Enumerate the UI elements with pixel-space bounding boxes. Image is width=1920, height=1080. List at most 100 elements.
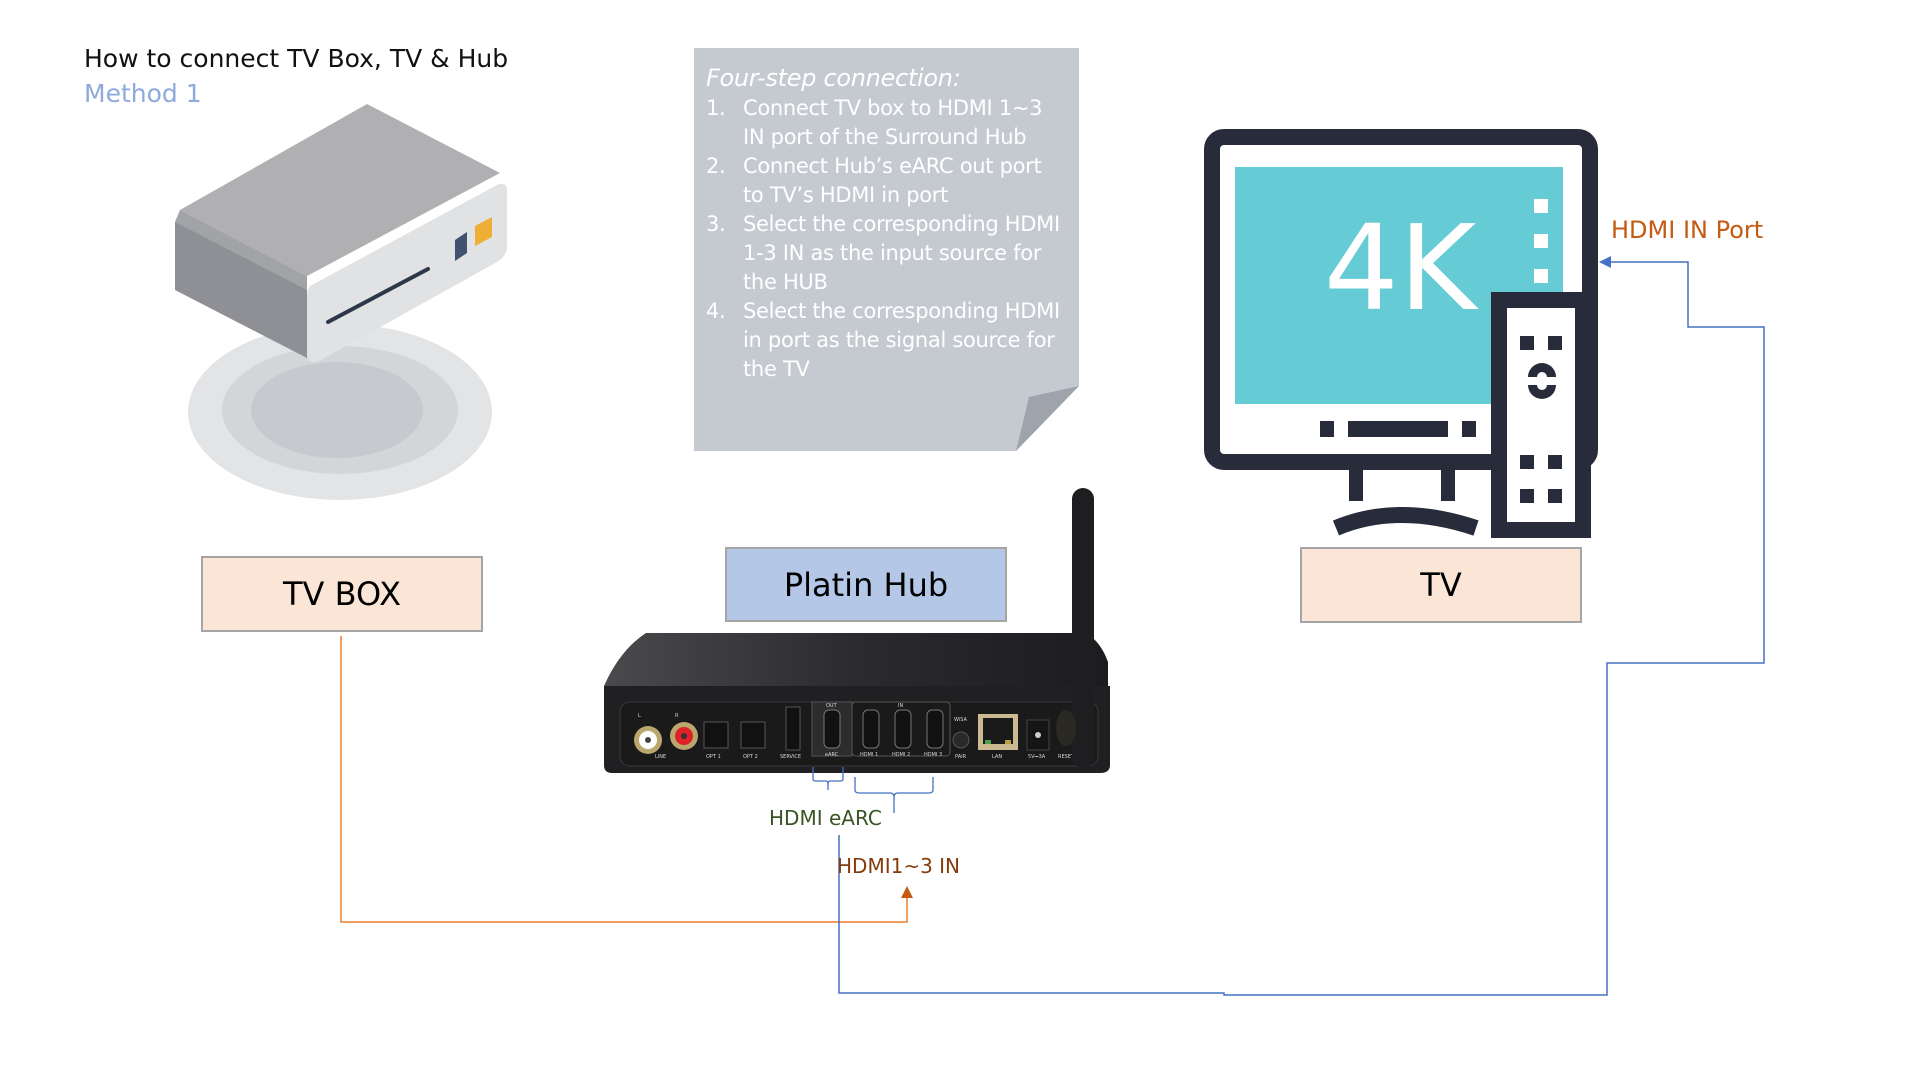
disc-slot xyxy=(326,267,430,324)
note-heading: Four-step connection: xyxy=(706,64,961,92)
note-curl xyxy=(1016,386,1079,451)
port-label-hdmi2: HDMI 2 xyxy=(892,752,910,758)
box-front xyxy=(307,183,507,363)
step-number: 4. xyxy=(706,299,726,323)
hdmi1-port xyxy=(862,709,880,749)
shadow-inner xyxy=(251,362,423,458)
port-label-service: SERVICE xyxy=(780,754,801,760)
screen-dot xyxy=(1534,199,1548,213)
remote-dial-top xyxy=(1528,363,1556,377)
step-number: 1. xyxy=(706,96,726,120)
box-side xyxy=(175,222,307,358)
step-text: Select the corresponding HDMI 1-3 IN as … xyxy=(743,212,1060,294)
tv-4k-text: 4K xyxy=(1324,199,1479,337)
hub-top xyxy=(604,633,1108,700)
hdmi-earc-annotation: HDMI eARC xyxy=(769,806,882,830)
earc-brace xyxy=(812,767,844,790)
method-subtitle: Method 1 xyxy=(84,79,202,108)
port-label-out: OUT xyxy=(826,703,838,709)
port-label-earc: eARC xyxy=(825,752,839,758)
tv-label-text: TV xyxy=(1420,566,1462,604)
step-text: Connect Hub’s eARC out port to TV’s HDMI… xyxy=(743,154,1042,207)
port-label-wisa: WiSA xyxy=(954,717,967,723)
port-label-line: LINE xyxy=(655,754,666,760)
hub-label-text: Platin Hub xyxy=(783,565,949,604)
hdmi-in-area xyxy=(851,701,951,757)
steps-list: 1. Connect TV box to HDMI 1~3 IN port of … xyxy=(706,94,1066,384)
remote-button xyxy=(1548,336,1562,350)
step-item: 4. Select the corresponding HDMI in port … xyxy=(706,297,1066,384)
tv-label: TV xyxy=(1300,547,1582,623)
lan-led xyxy=(985,740,991,744)
rca-right-hole xyxy=(681,733,687,739)
hub-label: Platin Hub xyxy=(725,547,1007,622)
set-top-box-icon xyxy=(175,104,507,500)
port-label-l: L xyxy=(638,713,641,719)
port-label-power: 5V⎓3A xyxy=(1028,754,1046,760)
tvbox-label: TV BOX xyxy=(201,556,483,632)
tv-bar xyxy=(1320,421,1334,437)
tvbox-to-hub-cable xyxy=(340,636,908,923)
screen-dot xyxy=(1534,234,1548,248)
instruction-note-text: Four-step connection: 1. Connect TV box t… xyxy=(706,62,1066,384)
hub-device-icon: L R LINE OPT 1 OPT 2 SERVICE OUT IN eARC… xyxy=(604,488,1110,773)
tv-bar xyxy=(1462,421,1476,437)
port-label-opt1: OPT 1 xyxy=(706,754,721,760)
tv-stand-base xyxy=(1332,507,1479,536)
screen-dot xyxy=(1534,269,1548,283)
remote-button xyxy=(1548,455,1562,469)
hub-antenna xyxy=(1072,488,1094,768)
opt1-port xyxy=(703,721,729,749)
antenna-hinge xyxy=(1056,710,1076,746)
opt2-port xyxy=(740,721,766,749)
earc-port xyxy=(823,709,841,749)
tv-4k-icon: 4K xyxy=(1204,129,1598,538)
step-item: 1. Connect TV box to HDMI 1~3 IN port of … xyxy=(706,94,1066,152)
remote-control xyxy=(1491,292,1591,538)
step-item: 2. Connect Hub’s eARC out port to TV’s HD… xyxy=(706,152,1066,210)
remote-button xyxy=(1520,455,1534,469)
remote-dial-bottom xyxy=(1528,385,1556,399)
note-paper xyxy=(694,48,1079,451)
hub-to-tv-cable xyxy=(838,261,1765,996)
port-label-hdmi1: HDMI 1 xyxy=(860,752,878,758)
service-port xyxy=(785,706,801,751)
step-item: 3. Select the corresponding HDMI 1-3 IN a… xyxy=(706,210,1066,297)
hdmi2-port xyxy=(894,709,912,749)
box-edge xyxy=(175,210,307,290)
step-number: 3. xyxy=(706,212,726,236)
tv-bar xyxy=(1348,421,1448,437)
hdmi-in-arrowhead xyxy=(901,886,913,898)
step-number: 2. xyxy=(706,154,726,178)
instruction-note xyxy=(694,48,1079,451)
button-blue xyxy=(455,232,467,261)
remote-button xyxy=(1548,489,1562,503)
port-label-lan: LAN xyxy=(992,754,1002,760)
diagram-title: How to connect TV Box, TV & Hub xyxy=(84,44,509,73)
pair-button xyxy=(952,731,970,749)
box-top xyxy=(180,104,500,276)
button-orange xyxy=(475,217,492,246)
tv-hdmi-in-port-annotation: HDMI IN Port xyxy=(1611,216,1764,244)
remote-button xyxy=(1520,336,1534,350)
step-text: Connect TV box to HDMI 1~3 IN port of th… xyxy=(743,96,1043,149)
port-label-reset: RESET xyxy=(1058,754,1075,760)
port-label-hdmi3: HDMI 3 xyxy=(924,752,942,758)
lan-port-hole xyxy=(983,718,1013,744)
rca-left-hole xyxy=(645,737,651,743)
lan-led xyxy=(1005,740,1011,744)
tvbox-label-text: TV BOX xyxy=(282,575,402,613)
step-text: Select the corresponding HDMI in port as… xyxy=(743,299,1060,381)
port-label-in: IN xyxy=(898,703,903,709)
power-port-pin xyxy=(1035,732,1041,738)
hdmi3-port xyxy=(926,709,944,749)
hdmi-in-brace xyxy=(854,777,934,813)
tv-stand-leg xyxy=(1441,465,1455,501)
tv-hdmi-arrowhead xyxy=(1599,256,1611,268)
port-label-r: R xyxy=(675,713,679,719)
tv-stand-leg xyxy=(1349,465,1363,501)
remote-button xyxy=(1520,489,1534,503)
hdmi-in-annotation: HDMI1~3 IN xyxy=(837,854,961,878)
port-label-pair: PAIR xyxy=(955,754,967,760)
